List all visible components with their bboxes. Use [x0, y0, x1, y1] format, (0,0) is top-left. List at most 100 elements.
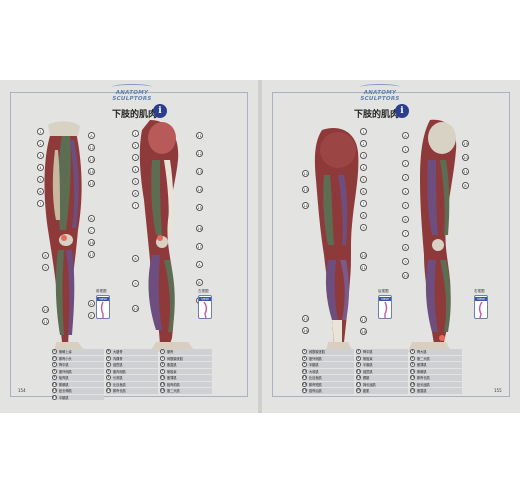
legend-text: 半腱肌: [59, 395, 69, 400]
callout-marker: 10: [42, 306, 49, 313]
callout-marker: 6: [360, 188, 367, 195]
legend-number: 1: [160, 355, 165, 361]
legend-number: 5: [52, 368, 57, 374]
callout-marker: 15: [88, 180, 95, 187]
legend-number: 12: [106, 381, 111, 387]
callout-marker: 3: [37, 152, 44, 159]
info-icon: i: [395, 104, 409, 118]
legend-text: 胫骨前肌: [167, 382, 180, 387]
anatomy-figures: [314, 119, 457, 352]
view-caption-side: 左视图: [198, 289, 209, 293]
callout-marker: 10: [360, 252, 367, 259]
legend-text: 半膜肌: [363, 363, 373, 368]
callout-marker: 17: [88, 251, 95, 258]
legend-text: 阔筋膜张肌: [309, 350, 325, 355]
legend-number: E: [106, 355, 111, 361]
callout-marker: 8: [132, 255, 139, 262]
legend-text: 腓骨短肌: [309, 382, 322, 387]
back-view-leg: [314, 128, 359, 352]
legend-number: 13: [302, 375, 307, 381]
callout-marker: 2: [37, 140, 44, 147]
callout-marker: 4: [402, 188, 409, 195]
front-view-leg: [44, 121, 84, 352]
callout-marker: 9: [42, 264, 49, 271]
view-orientation-icon: VIEW: [474, 295, 488, 319]
legend-number: 6: [106, 368, 111, 374]
legend-number: 1: [302, 349, 307, 355]
legend-text: 股直肌: [417, 389, 427, 394]
callout-marker: E: [88, 312, 95, 319]
callout-marker: 9: [132, 280, 139, 287]
callout-marker: 14: [196, 186, 203, 193]
callout-marker: B: [196, 279, 203, 286]
legend-text: 股内侧肌: [113, 369, 126, 374]
book-spread: ANATOMY SCULPTORS 下肢的肌肉 i: [0, 80, 520, 413]
legend-text: 股直肌: [167, 363, 177, 368]
page-title: 下肢的肌肉: [112, 110, 158, 120]
callout-marker: 6: [132, 190, 139, 197]
callout-marker: 18: [360, 328, 367, 335]
legend-number: D: [52, 355, 57, 361]
callout-marker: 7: [132, 202, 139, 209]
callout-marker: 12: [196, 150, 203, 157]
legend-text: 趾长屈肌: [417, 382, 430, 387]
callout-marker: 5: [402, 202, 409, 209]
callout-marker: 2: [360, 140, 367, 147]
legend-number: 14: [52, 388, 57, 394]
right-side-view-leg: [408, 119, 457, 352]
callout-marker: 11: [360, 264, 367, 271]
callout-marker: 7: [37, 200, 44, 207]
legend-number: 19: [302, 388, 307, 394]
legend-number: 7: [302, 362, 307, 368]
legend-number: 18: [410, 381, 415, 387]
page-frame: [272, 92, 510, 397]
callout-marker: 5: [360, 176, 367, 183]
callout-marker: 8: [402, 244, 409, 251]
legend-text: 大腿骨: [113, 350, 123, 355]
callout-marker: 7: [360, 200, 367, 207]
callout-marker: 8: [360, 212, 367, 219]
legend-text: 大收肌: [309, 369, 319, 374]
legend-text: 拇长屈肌: [363, 382, 376, 387]
callout-marker: A: [88, 132, 95, 139]
view-orientation-icon: VIEW: [198, 295, 212, 319]
callout-marker: 5: [132, 178, 139, 185]
view-label: VIEW: [379, 297, 391, 301]
callout-marker: 3: [402, 174, 409, 181]
legend-number: 2: [356, 349, 361, 355]
callout-marker: 11: [42, 318, 49, 325]
legend-text: 跟腱: [363, 376, 370, 381]
legend-number: 20: [356, 388, 361, 394]
legend-text: 耻骨肌: [59, 376, 69, 381]
callout-marker: 1: [132, 130, 139, 137]
legend-number: 3: [410, 349, 415, 355]
callout-marker: 15: [196, 204, 203, 211]
legend-number: 14: [356, 375, 361, 381]
callout-marker: 14: [302, 202, 309, 209]
legend-text: 腓骨小头: [59, 356, 72, 361]
callout-marker: 20: [462, 154, 469, 161]
callout-marker: 10: [402, 272, 409, 279]
legend-text: 腓骨长肌: [113, 389, 126, 394]
